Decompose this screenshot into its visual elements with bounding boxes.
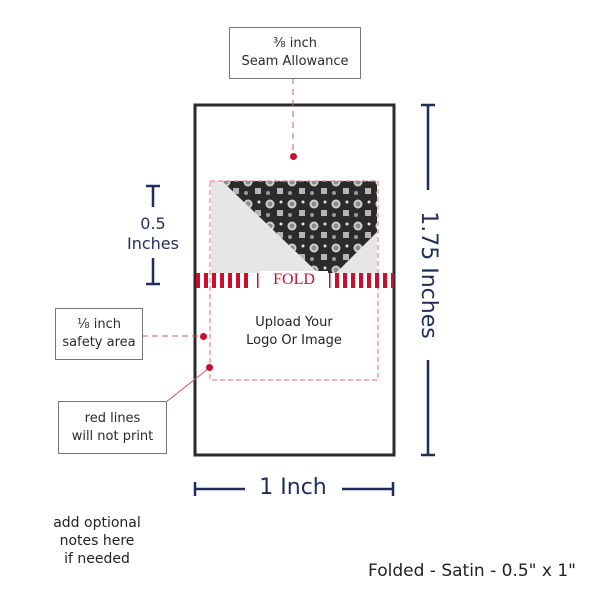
fold-text: FOLD [260,271,328,289]
red-lines-marker-dot [206,364,213,371]
total-width-label: 1 Inch [259,475,327,500]
safety-area-callout: ⅛ inch safety area [55,308,143,360]
sample-photo [211,181,377,273]
seam-allowance-callout: ⅜ inch Seam Allowance [229,27,361,79]
fold-line [196,273,394,288]
upload-line2: Logo Or Image [246,333,342,348]
safety-line1: ⅛ inch [77,317,121,332]
safety-marker-dot [200,333,207,340]
red-lines-line1: red lines [84,410,141,426]
notes-line3: if needed [64,551,130,567]
safety-line2: safety area [62,335,136,350]
notes-line1: add optional [53,515,141,531]
seam-marker-dot [290,153,297,160]
notes-line2: notes here [59,533,135,549]
fold-height-value: 0.5 [140,214,166,233]
seam-line2: Seam Allowance [241,54,349,69]
product-title: Folded - Satin - 0.5" x 1" [368,561,576,581]
upload-placeholder[interactable]: Upload Your Logo Or Image [211,314,377,350]
red-lines-line2: will not print [71,428,154,444]
optional-notes: add optional notes here if needed [40,514,154,568]
seam-line1: ⅜ inch [273,36,317,51]
fold-height-unit: Inches [127,234,179,253]
upload-line1: Upload Your [255,315,333,330]
red-lines-callout: red lines will not print [58,401,167,454]
total-height-label: 1.75 Inches [416,211,441,339]
fold-height-label: 0.5 Inches [113,214,193,254]
